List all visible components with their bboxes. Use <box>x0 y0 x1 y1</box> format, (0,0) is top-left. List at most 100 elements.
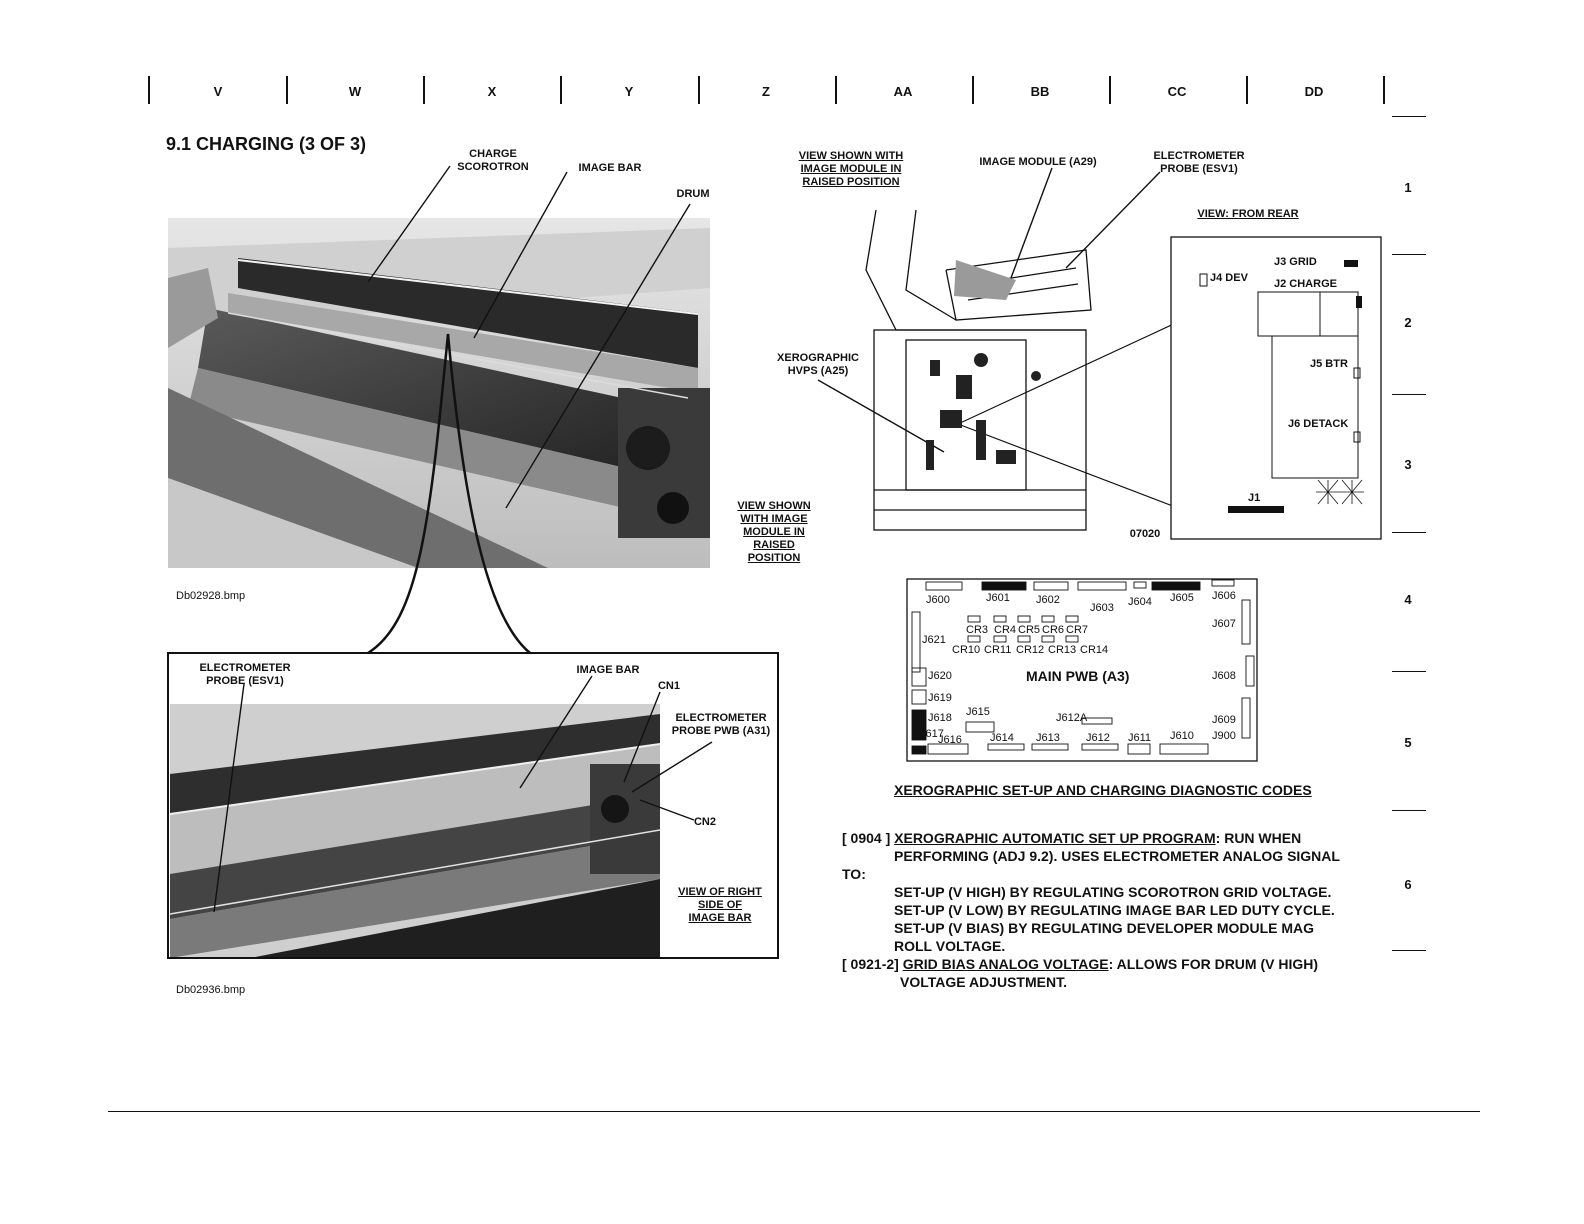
view-from-rear: VIEW: FROM REAR <box>1197 208 1299 220</box>
pwb-cr6: CR6 <box>1042 624 1065 636</box>
connector-j3: J3 GRID <box>1274 256 1317 268</box>
pwb-cr14: CR14 <box>1080 644 1109 656</box>
zone-divider <box>286 76 288 104</box>
code-0904-step4: ROLL VOLTAGE. <box>894 938 1006 954</box>
pwb-j608: J608 <box>1212 670 1236 682</box>
connector-j6: J6 DETACK <box>1288 418 1349 430</box>
hvps-rear-view-graphic <box>1170 236 1382 540</box>
pwb-j610: J610 <box>1170 730 1194 742</box>
row-label-3: 3 <box>1404 457 1412 472</box>
callout-drum: DRUM <box>676 188 710 200</box>
row-divider <box>1392 810 1426 811</box>
pwb-j602: J602 <box>1036 594 1060 606</box>
pwb-j605: J605 <box>1170 592 1194 604</box>
callout-cn1: CN1 <box>657 680 680 692</box>
leader-cn1 <box>623 691 661 783</box>
pwb-j620: J620 <box>928 670 952 682</box>
pwb-j609: J609 <box>1212 714 1236 726</box>
row-label-4: 4 <box>1404 592 1412 607</box>
zone-bar: V W X Y Z AA BB CC DD <box>148 76 1385 104</box>
main-pwb-outline <box>906 578 1258 762</box>
main-pwb-diagram: J600 J601 J602 J603 J604 J605 J606 J607 … <box>906 578 1258 762</box>
callout-electrometer-probe: ELECTROMETER PROBE (ESV1) <box>199 662 291 687</box>
view-note-middle: VIEW SHOWN WITH IMAGE MODULE IN RAISED P… <box>737 500 811 564</box>
code-0904-name: XEROGRAPHIC AUTOMATIC SET UP PROGRAM <box>894 830 1216 846</box>
code-0904-step2: SET-UP (V LOW) BY REGULATING IMAGE BAR L… <box>894 902 1335 918</box>
row-divider <box>1392 532 1426 533</box>
row-divider <box>1392 254 1426 255</box>
code-0921-line1: [ 0921-2] GRID BIAS ANALOG VOLTAGE: ALLO… <box>842 956 1318 973</box>
pwb-j614: J614 <box>990 732 1014 744</box>
code-0921-desc2: VOLTAGE ADJUSTMENT. <box>900 974 1067 990</box>
pwb-j612: J612 <box>1086 732 1110 744</box>
callout-electrometer-probe-pwb: ELECTROMETER PROBE PWB (A31) <box>671 712 771 737</box>
pwb-cr7: CR7 <box>1066 624 1089 636</box>
view-note-right-side: VIEW OF RIGHT SIDE OF IMAGE BAR <box>678 886 762 924</box>
callout-charge-scorotron: CHARGE SCOROTRON <box>457 148 529 173</box>
pwb-j613: J613 <box>1036 732 1060 744</box>
zone-divider <box>1246 76 1248 104</box>
leader-charge-scorotron <box>367 165 451 283</box>
leader-electrometer-pwb <box>631 741 713 793</box>
code-0921-name: GRID BIAS ANALOG VOLTAGE <box>902 956 1109 972</box>
footer-rule <box>108 1111 1480 1112</box>
figure-number: 07020 <box>1129 528 1161 540</box>
pwb-cr3: CR3 <box>966 624 989 636</box>
pwb-j604: J604 <box>1128 596 1152 608</box>
pwb-cr13: CR13 <box>1048 644 1077 656</box>
row-divider <box>1392 394 1426 395</box>
pwb-cr4: CR4 <box>994 624 1017 636</box>
leader-drum <box>505 203 691 509</box>
code-0904-step3: SET-UP (V BIAS) BY REGULATING DEVELOPER … <box>894 920 1315 936</box>
zone-label-dd: DD <box>1304 84 1324 99</box>
code-0921-id: [ 0921-2] <box>842 956 899 972</box>
code-0904-line1: [ 0904 ] XEROGRAPHIC AUTOMATIC SET UP PR… <box>842 830 1301 847</box>
leader-image-bar <box>473 171 568 339</box>
zone-label-bb: BB <box>1030 84 1050 99</box>
pwb-j612a: J612A <box>1056 712 1088 724</box>
zone-divider <box>560 76 562 104</box>
row-label-2: 2 <box>1404 315 1412 330</box>
code-0904-desc1: : RUN WHEN <box>1215 830 1302 846</box>
zoom-line-left <box>367 333 450 655</box>
main-pwb-title: MAIN PWB (A3) <box>1026 668 1130 684</box>
zone-label-v: V <box>213 84 223 99</box>
row-divider <box>1392 116 1426 117</box>
zone-label-aa: AA <box>893 84 913 99</box>
leader-cn2 <box>639 799 695 821</box>
leader-electrometer-probe <box>213 683 245 913</box>
zone-divider <box>698 76 700 104</box>
callout-image-bar: IMAGE BAR <box>578 162 642 174</box>
pwb-j601: J601 <box>986 592 1010 604</box>
zone-label-cc: CC <box>1167 84 1187 99</box>
connector-j2: J2 CHARGE <box>1274 278 1337 290</box>
leader-image-bar-detail <box>519 675 593 789</box>
zone-label-y: Y <box>624 84 634 99</box>
connector-j5: J5 BTR <box>1310 358 1348 370</box>
callout-image-module: IMAGE MODULE (A29) <box>979 156 1097 168</box>
connector-j4: J4 DEV <box>1210 272 1248 284</box>
leader-electrometer-probe-right <box>1065 171 1161 269</box>
pwb-j619: J619 <box>928 692 952 704</box>
pwb-cr5: CR5 <box>1018 624 1041 636</box>
row-divider <box>1392 671 1426 672</box>
page-title: 9.1 CHARGING (3 OF 3) <box>166 134 367 154</box>
callout-xerographic-hvps: XEROGRAPHIC HVPS (A25) <box>777 352 859 377</box>
callout-image-bar-detail: IMAGE BAR <box>576 664 640 676</box>
zone-divider <box>148 76 150 104</box>
code-0904-desc2: PERFORMING (ADJ 9.2). USES ELECTROMETER … <box>894 848 1340 864</box>
row-label-5: 5 <box>1404 735 1412 750</box>
callout-electrometer-probe-right: ELECTROMETER PROBE (ESV1) <box>1153 150 1245 175</box>
leader-xerographic-hvps <box>817 379 945 453</box>
row-label-6: 6 <box>1404 877 1412 892</box>
pwb-j900: J900 <box>1212 730 1236 742</box>
pwb-cr11: CR11 <box>984 644 1012 656</box>
machine-drawing-graphic <box>865 209 1092 531</box>
code-0904-id: [ 0904 ] <box>842 830 891 846</box>
pwb-j603: J603 <box>1090 602 1114 614</box>
zoom-line-right <box>446 333 531 654</box>
image-bar-photo-graphic <box>170 704 660 958</box>
image-bar-photo <box>170 704 660 958</box>
leader-image-module <box>1007 167 1053 287</box>
